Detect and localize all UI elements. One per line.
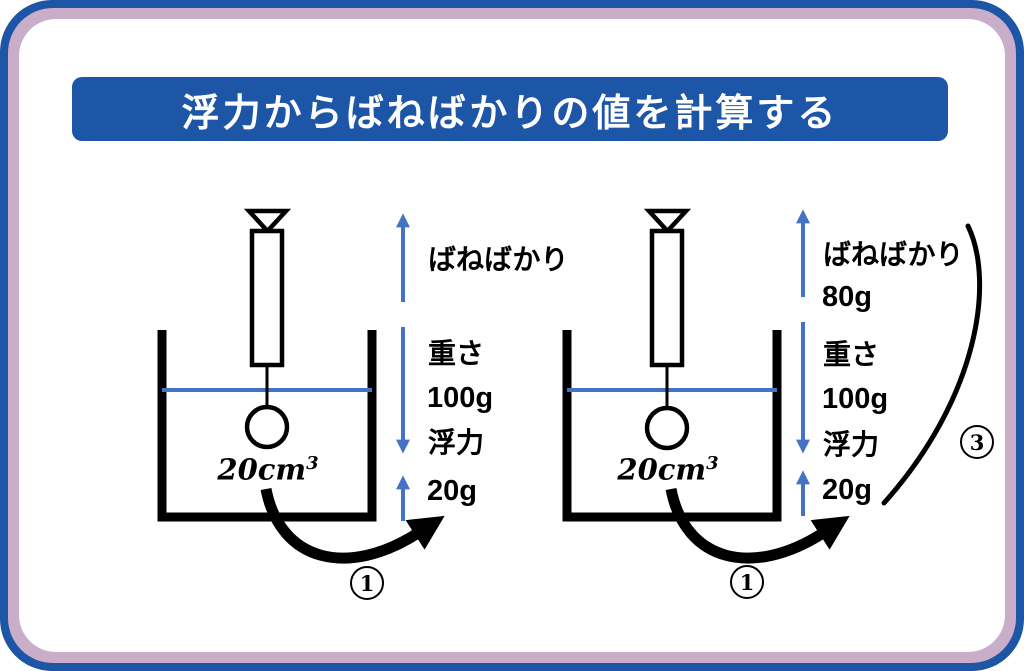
page-title: 浮力からばねばかりの値を計算する	[181, 92, 839, 135]
spring-scale-body	[249, 228, 285, 368]
buoyancy-value: 20g	[822, 474, 872, 506]
volume-exponent: 3	[306, 453, 319, 474]
weight-label: 重さ	[823, 339, 880, 370]
spring-value: 80g	[822, 281, 872, 313]
bracket-number: 3	[969, 429, 985, 455]
container-outline	[562, 330, 782, 522]
step-number: 1	[359, 570, 375, 596]
container-outline	[157, 330, 377, 522]
curved-arrow-icon	[260, 487, 445, 564]
volume-label: 20cm3	[178, 455, 358, 485]
buoyancy-label: 浮力	[823, 429, 880, 460]
step-badge: 1	[730, 565, 764, 599]
diagram-right	[562, 208, 983, 564]
hook-triangle-icon	[243, 208, 292, 235]
step-number: 1	[739, 569, 755, 595]
weight-label: 重さ	[428, 338, 485, 369]
buoyancy-value: 20g	[427, 475, 477, 507]
curved-arrow-icon	[665, 487, 850, 564]
spring-label: ばねばかり	[823, 239, 964, 270]
spring-scale-body	[649, 228, 685, 368]
bracket-badge: 3	[960, 425, 994, 459]
ball-circle	[644, 405, 690, 451]
volume-base: 20cm	[217, 452, 307, 487]
diagram-left	[157, 208, 445, 564]
volume-exponent: 3	[706, 453, 719, 474]
step-badge: 1	[350, 566, 384, 600]
volume-label: 20cm3	[578, 455, 758, 485]
volume-base: 20cm	[617, 452, 707, 487]
spring-label: ばねばかり	[428, 244, 569, 275]
weight-value: 100g	[822, 383, 889, 415]
weight-value: 100g	[427, 382, 494, 414]
buoyancy-label: 浮力	[428, 427, 485, 458]
bracket-curve-icon	[881, 223, 983, 506]
title-banner: 浮力からばねばかりの値を計算する	[72, 77, 948, 141]
ball-circle	[244, 404, 290, 450]
hook-triangle-icon	[643, 208, 692, 235]
